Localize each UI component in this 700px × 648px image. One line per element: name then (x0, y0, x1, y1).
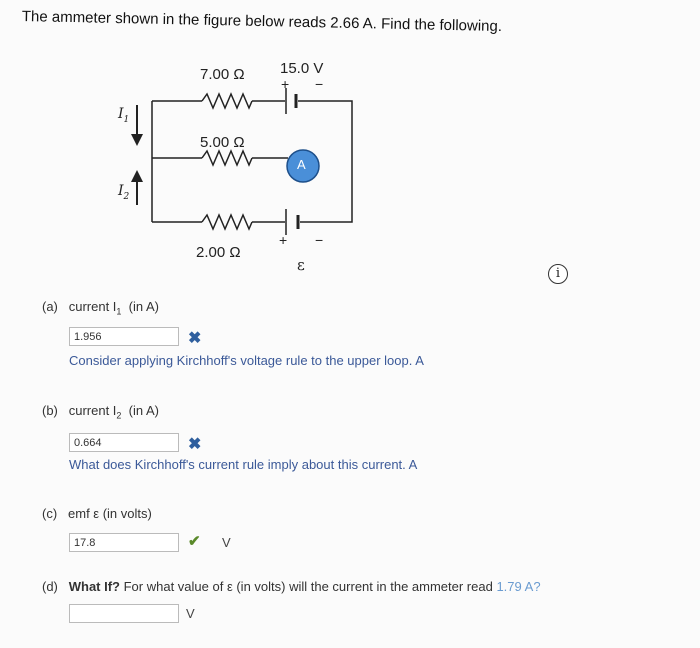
ammeter-circle (286, 149, 320, 183)
circuit-wires (151, 100, 353, 223)
v1-minus: − (315, 76, 324, 92)
emf-symbol: ε (297, 256, 305, 274)
part-c-unit: V (222, 535, 231, 550)
part-d-label: (d) What If? For what value of ε (in vol… (42, 579, 541, 594)
battery-emf (285, 209, 300, 235)
current-arrows (131, 105, 143, 205)
i2-label: I2 (118, 183, 130, 202)
part-c-correct-icon: ✔ (188, 533, 201, 550)
part-c-input[interactable] (69, 533, 179, 552)
resistor-2-ohm (201, 213, 253, 231)
part-b-hint: What does Kirchhoff's current rule imply… (69, 457, 418, 472)
i1-label: I1 (118, 106, 130, 125)
battery-15v (285, 88, 298, 114)
part-d-unit: V (186, 606, 195, 621)
info-icon[interactable]: i (548, 264, 568, 284)
v1-plus: + (281, 76, 290, 92)
circuit-diagram (131, 88, 353, 235)
r1-label: 7.00 Ω (200, 66, 245, 83)
r2-label: 5.00 Ω (200, 134, 245, 151)
emf-plus: + (279, 232, 288, 248)
part-b-incorrect-icon: ✖ (188, 436, 202, 453)
part-c-label: (c) emf ε (in volts) (42, 506, 152, 521)
part-d-input[interactable] (69, 604, 179, 623)
part-a-input[interactable] (69, 327, 179, 346)
resistor-7-ohm (201, 92, 253, 110)
r3-label: 2.00 Ω (196, 244, 241, 261)
v1-label: 15.0 V (280, 60, 324, 77)
part-b-input[interactable] (69, 433, 179, 452)
resistor-5-ohm (201, 149, 253, 167)
part-a-incorrect-icon: ✖ (188, 330, 202, 347)
part-b-label: (b) current I2 (in A) (42, 403, 160, 421)
part-a-label: (a) current I1 (in A) (42, 299, 160, 317)
emf-minus: − (315, 232, 324, 248)
part-a-hint: Consider applying Kirchhoff's voltage ru… (69, 353, 424, 368)
ammeter-label: A (297, 157, 306, 172)
